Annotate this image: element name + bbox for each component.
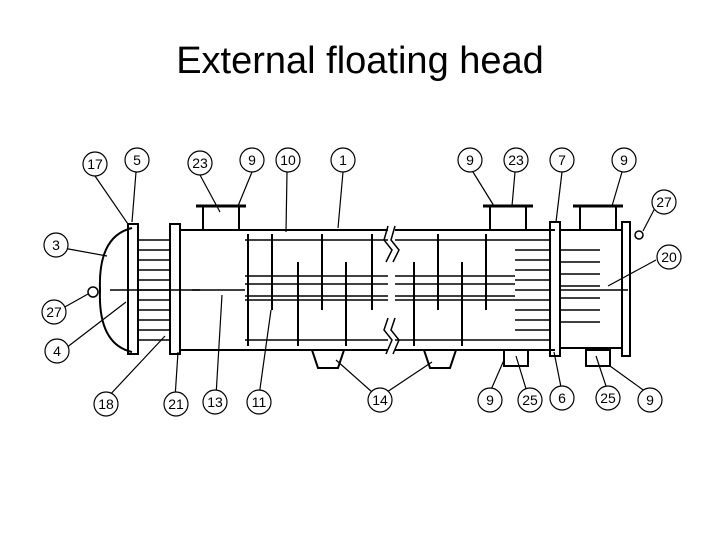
callout-27: 27 bbox=[46, 304, 62, 320]
floating-tubesheet bbox=[549, 221, 561, 357]
callout-9: 9 bbox=[466, 152, 474, 168]
left-tube-bundle bbox=[138, 239, 170, 341]
callout-5: 5 bbox=[133, 152, 141, 168]
slide-title: External floating head bbox=[176, 40, 544, 82]
callout-9: 9 bbox=[620, 152, 628, 168]
callout-7: 7 bbox=[558, 152, 566, 168]
callout-20: 20 bbox=[661, 249, 677, 265]
callout-4: 4 bbox=[53, 343, 61, 359]
right-tube-bundle bbox=[515, 239, 550, 341]
callout-23: 23 bbox=[192, 155, 208, 171]
leader-lines bbox=[62, 171, 657, 399]
callout-17: 17 bbox=[87, 156, 103, 172]
callout-25: 25 bbox=[600, 390, 616, 406]
callout-9: 9 bbox=[646, 392, 654, 408]
callout-9: 9 bbox=[248, 152, 256, 168]
callout-21: 21 bbox=[168, 396, 184, 412]
saddles bbox=[311, 349, 457, 369]
callout-25: 25 bbox=[522, 392, 538, 408]
left-tubesheet bbox=[127, 223, 139, 355]
callout-13: 13 bbox=[207, 394, 223, 410]
callout-3: 3 bbox=[52, 237, 60, 253]
baffles bbox=[247, 234, 487, 346]
callout-27: 27 bbox=[656, 194, 672, 210]
callout-14: 14 bbox=[372, 392, 388, 408]
floating-head-cover bbox=[559, 229, 623, 349]
callout-labels bbox=[41, 147, 682, 417]
tube-bundle bbox=[192, 239, 515, 341]
callout-23: 23 bbox=[508, 152, 524, 168]
callout-1: 1 bbox=[339, 152, 347, 168]
left-bonnet bbox=[98, 227, 133, 353]
callout-9: 9 bbox=[486, 392, 494, 408]
callout-10: 10 bbox=[280, 152, 296, 168]
callout-11: 11 bbox=[252, 394, 267, 410]
callout-18: 18 bbox=[98, 396, 114, 412]
callout-6: 6 bbox=[558, 390, 566, 406]
top-nozzles bbox=[196, 204, 623, 231]
